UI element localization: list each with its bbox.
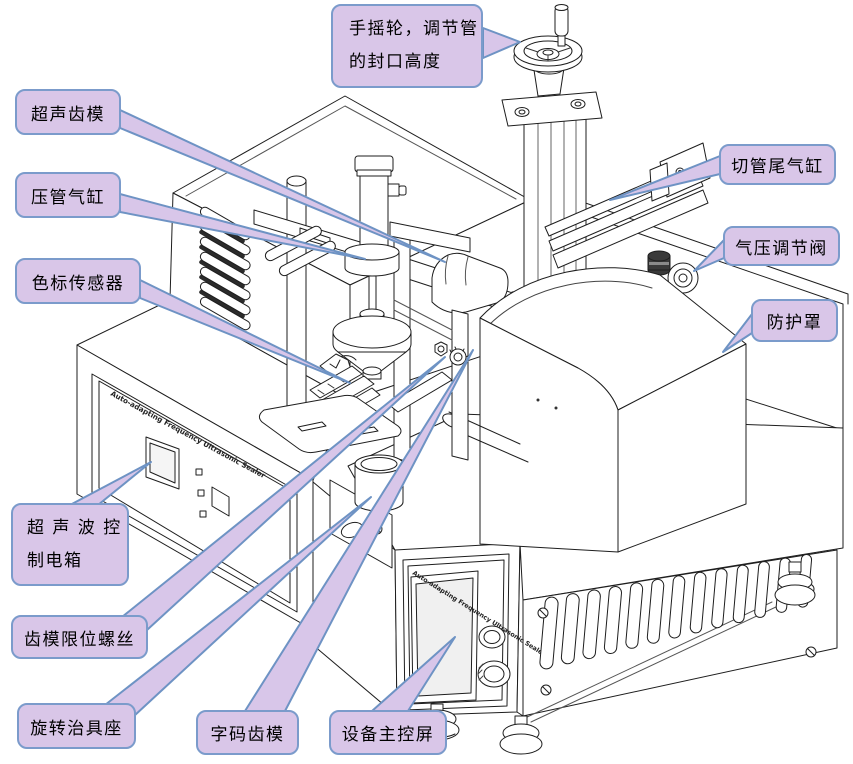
ultrasonic-horn	[333, 316, 411, 379]
press-cylinder	[345, 156, 406, 331]
foot-front-corner	[500, 716, 542, 754]
callout-mold-limit-screw: 齿模限位螺丝	[11, 615, 148, 659]
callout-rotary-jig-seat-text: 旋转治具座	[30, 718, 123, 739]
callout-ultrasonic-mold-text: 超声齿模	[31, 104, 105, 125]
callout-color-mark-sensor: 色标传感器	[15, 258, 141, 304]
callout-tube-cut-cylinder: 切管尾气缸	[719, 144, 836, 185]
callout-hand-wheel: 手摇轮，调节管 的封口高度	[331, 4, 483, 88]
ultrasonic-control-box: Auto-adapting Frequency Ultrasonic Seale…	[77, 300, 350, 630]
callout-ultrasonic-mold: 超声齿模	[15, 89, 121, 135]
callout-code-mold: 字码齿模	[196, 710, 299, 755]
callout-air-valve: 气压调节阀	[723, 226, 840, 266]
callout-main-control-screen: 设备主控屏	[329, 710, 447, 755]
callout-leaders	[70, 28, 752, 716]
control-knob-lower	[478, 661, 510, 687]
callout-protective-cover: 防护罩	[751, 299, 838, 342]
callout-ultrasonic-control-box-line1: 超 声 波 控	[27, 517, 122, 538]
callout-hand-wheel-line1: 手摇轮，调节管	[349, 19, 479, 39]
protective-cover-shape	[480, 268, 746, 552]
hand-wheel	[514, 5, 582, 73]
callout-tube-press-cylinder: 压管气缸	[15, 172, 121, 218]
callout-tube-cut-cylinder-text: 切管尾气缸	[731, 157, 824, 177]
callout-tube-press-cylinder-text: 压管气缸	[31, 187, 105, 208]
callout-color-mark-sensor-text: 色标传感器	[31, 273, 125, 294]
connector-port	[212, 487, 229, 516]
callout-air-valve-text: 气压调节阀	[735, 238, 828, 259]
mold-limit-screws	[435, 342, 468, 365]
foot-right	[775, 562, 815, 605]
control-knob-upper	[479, 626, 505, 648]
callout-protective-cover-text: 防护罩	[766, 313, 823, 333]
indicator-lights	[196, 469, 206, 517]
callout-hand-wheel-line2: 的封口高度	[349, 52, 442, 72]
callout-rotary-jig-seat: 旋转治具座	[17, 703, 136, 749]
callout-main-control-screen-text: 设备主控屏	[341, 725, 435, 745]
callout-code-mold-text: 字码齿模	[210, 725, 285, 745]
leader-hand-wheel	[483, 28, 520, 58]
callout-ultrasonic-control-box: 超 声 波 控 制电箱	[11, 503, 129, 586]
callout-mold-limit-screw-text: 齿模限位螺丝	[24, 629, 135, 650]
pressure-valve	[648, 251, 698, 293]
callout-ultrasonic-control-box-line2: 制电箱	[27, 550, 83, 571]
